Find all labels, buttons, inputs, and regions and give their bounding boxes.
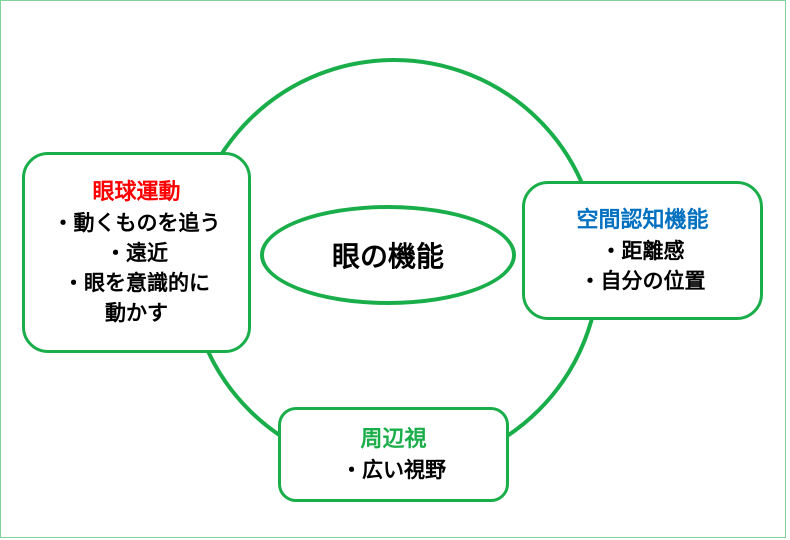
list-item: 動かす [105, 300, 168, 325]
eye-movement-title: 眼球運動 [92, 179, 181, 205]
eye-movement-box: 眼球運動 ・動くものを追う ・遠近 ・眼を意識的に 動かす [22, 152, 251, 353]
center-label: 眼の機能 [331, 240, 444, 273]
list-item: ・眼を意識的に [63, 270, 210, 295]
list-item: ・遠近 [105, 240, 168, 265]
list-item: ・広い視野 [341, 457, 446, 482]
list-item: ・距離感 [600, 238, 685, 263]
center-ellipse: 眼の機能 [260, 205, 516, 305]
list-item: ・動くものを追う [52, 210, 221, 235]
spatial-cognition-box: 空間認知機能 ・距離感 ・自分の位置 [522, 181, 763, 320]
peripheral-vision-box: 周辺視 ・広い視野 [278, 407, 509, 502]
peripheral-vision-title: 周辺視 [360, 426, 427, 452]
list-item: ・自分の位置 [579, 268, 706, 293]
spatial-cognition-title: 空間認知機能 [576, 207, 709, 233]
